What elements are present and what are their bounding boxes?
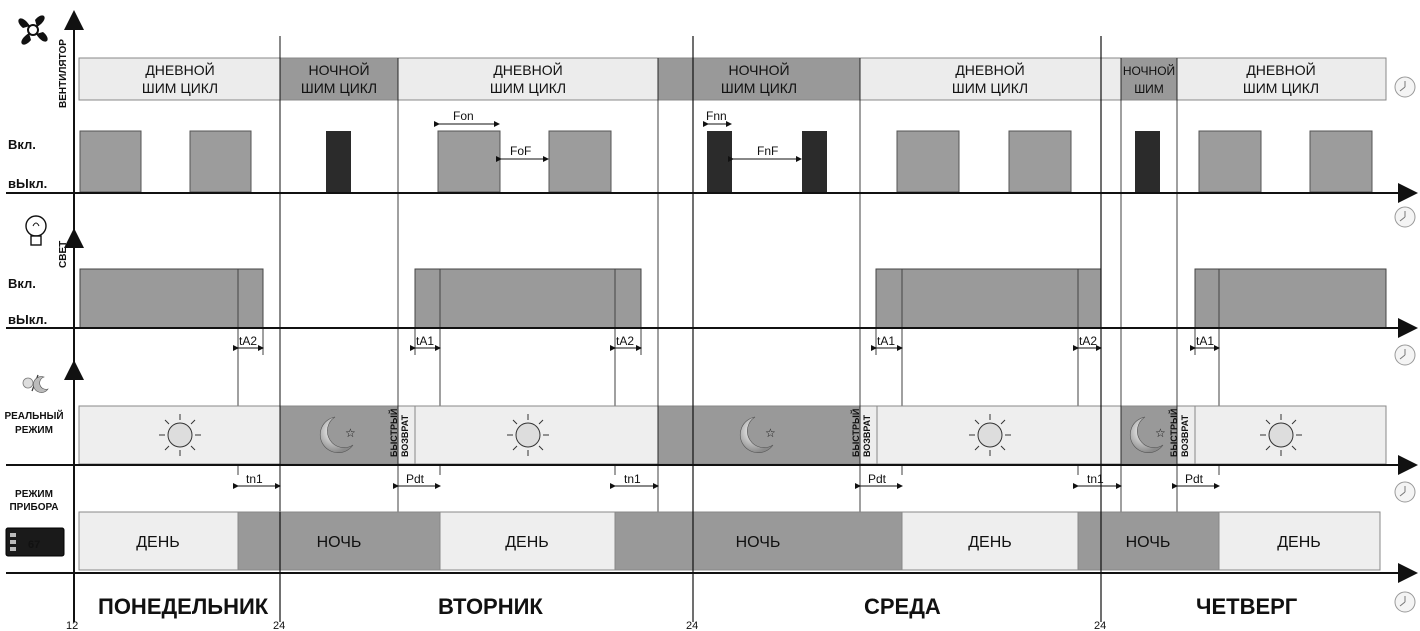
day-label-thursday: ЧЕТВЕРГ xyxy=(1196,594,1298,619)
fnn-label: Fnn xyxy=(706,109,727,123)
fan-band-7-line-2: ШИМ ЦИКЛ xyxy=(1243,80,1319,96)
fan-off-label: вЫкл. xyxy=(8,176,47,191)
fon-label: Fon xyxy=(453,109,474,123)
device-mode-label: НОЧЬ xyxy=(317,534,362,551)
tn1-label: tn1 xyxy=(624,472,641,486)
light-on-label: Вкл. xyxy=(8,276,36,291)
fan-on-label: Вкл. xyxy=(8,137,36,152)
fan-band-1-line-1: ДНЕВНОЙ xyxy=(145,61,214,78)
device-mode-label-1: РЕЖИМ xyxy=(15,489,53,500)
ta1-label: tA1 xyxy=(877,334,895,348)
svg-text:☆: ☆ xyxy=(345,426,356,440)
fan-band-5-line-1: ДНЕВНОЙ xyxy=(955,61,1024,78)
fan-band-3-line-1: ДНЕВНОЙ xyxy=(493,61,562,78)
clock-icon xyxy=(1395,482,1415,502)
fan-pulse-night xyxy=(326,131,351,192)
controller-icon: 67 xyxy=(6,528,64,556)
device-mode-label: ДЕНЬ xyxy=(968,534,1012,551)
fan-band-6-line-2: ШИМ xyxy=(1134,82,1164,96)
clock-icon xyxy=(1395,77,1415,97)
left-labels: ВЕНТИЛЯТОР СВЕТ Вкл. вЫкл. Вкл. вЫкл. РЕ… xyxy=(4,15,69,556)
fan-band-6-line-1: НОЧНОЙ xyxy=(1123,63,1175,78)
fan-pulse xyxy=(80,131,141,192)
svg-text:☆: ☆ xyxy=(1155,426,1166,440)
day-label-wednesday: СРЕДА xyxy=(864,594,941,619)
device-mode-label: ДЕНЬ xyxy=(1277,534,1321,551)
svg-text:☆: ☆ xyxy=(765,426,776,440)
device-mode-label: ДЕНЬ xyxy=(136,534,180,551)
ta1-label: tA1 xyxy=(1196,334,1214,348)
device-mode-label: НОЧЬ xyxy=(736,534,781,551)
pdt-label: Pdt xyxy=(1185,472,1204,486)
clock-icons xyxy=(1395,77,1415,612)
fan-pulse xyxy=(438,131,500,192)
fan-icon xyxy=(18,15,47,44)
clock-icon xyxy=(1395,592,1415,612)
device-mode-label-2: ПРИБОРА xyxy=(9,502,58,513)
fast-return-line-1: БЫСТРЫЙ xyxy=(388,409,399,457)
fast-return-line-2: ВОЗВРАТ xyxy=(862,414,872,457)
fan-pulse-night xyxy=(1135,131,1160,192)
fan-pulse-night xyxy=(707,131,732,192)
fan-band-2-line-1: НОЧНОЙ xyxy=(308,61,369,78)
bulb-icon xyxy=(26,216,46,245)
real-mode-label-2: РЕЖИМ xyxy=(15,425,53,436)
day-label-tuesday: ВТОРНИК xyxy=(438,594,543,619)
clock-icon xyxy=(1395,207,1415,227)
light-on-block xyxy=(876,269,1101,328)
fan-band-7-line-1: ДНЕВНОЙ xyxy=(1246,61,1315,78)
fof-label: FoF xyxy=(510,144,531,158)
ta2-label: tA2 xyxy=(616,334,634,348)
fan-pulse-night xyxy=(802,131,827,192)
fan-band-2-line-2: ШИМ ЦИКЛ xyxy=(301,80,377,96)
fnf-label: FnF xyxy=(757,144,778,158)
fan-mode-bands: ДНЕВНОЙ ШИМ ЦИКЛ НОЧНОЙ ШИМ ЦИКЛ ДНЕВНОЙ… xyxy=(79,58,1386,100)
fan-band-4-line-1: НОЧНОЙ xyxy=(728,61,789,78)
device-mode-label: ДЕНЬ xyxy=(505,534,549,551)
fan-band-1-line-2: ШИМ ЦИКЛ xyxy=(142,80,218,96)
fan-band-3-line-2: ШИМ ЦИКЛ xyxy=(490,80,566,96)
sun-moon-icon xyxy=(23,375,48,393)
tn1-label: tn1 xyxy=(246,472,263,486)
fan-pulse xyxy=(1009,131,1071,192)
device-display-value: 67 xyxy=(28,539,40,551)
fast-return-line-1: БЫСТРЫЙ xyxy=(850,409,861,457)
hour-tick-24: 24 xyxy=(686,620,698,631)
fan-pulse xyxy=(549,131,611,192)
pdt-label: Pdt xyxy=(868,472,887,486)
fan-band-5-line-2: ШИМ ЦИКЛ xyxy=(952,80,1028,96)
fan-pulse xyxy=(897,131,959,192)
ta2-label: tA2 xyxy=(1079,334,1097,348)
real-mode-night xyxy=(658,406,860,464)
device-mode-label: НОЧЬ xyxy=(1126,534,1171,551)
fan-pulse xyxy=(1199,131,1261,192)
fan-band-4-line-2: ШИМ ЦИКЛ xyxy=(721,80,797,96)
hour-tick-24: 24 xyxy=(1094,620,1106,631)
pdt-label: Pdt xyxy=(406,472,425,486)
light-on-block xyxy=(80,269,263,328)
light-on-block xyxy=(1195,269,1386,328)
fan-pulse xyxy=(1310,131,1372,192)
fan-axis-label: ВЕНТИЛЯТОР xyxy=(58,39,69,108)
bottom-labels: ПОНЕДЕЛЬНИК ВТОРНИК СРЕДА ЧЕТВЕРГ 12 24 … xyxy=(66,594,1298,631)
light-signal xyxy=(80,269,1386,328)
fast-return-line-2: ВОЗВРАТ xyxy=(400,414,410,457)
fan-pulse xyxy=(190,131,251,192)
real-mode-night xyxy=(280,406,398,464)
light-on-block xyxy=(415,269,641,328)
light-off-label: вЫкл. xyxy=(8,312,47,327)
light-axis-label: СВЕТ xyxy=(58,241,69,268)
ta2-label: tA2 xyxy=(239,334,257,348)
device-mode-row: ДЕНЬ НОЧЬ ДЕНЬ НОЧЬ ДЕНЬ НОЧЬ ДЕНЬ xyxy=(79,512,1380,570)
day-label-monday: ПОНЕДЕЛЬНИК xyxy=(98,594,269,619)
fan-pulses xyxy=(80,131,1372,192)
real-mode-row: БЫСТРЫЙ ВОЗВРАТ БЫСТРЫЙ ВОЗВРАТ БЫСТРЫЙ … xyxy=(79,406,1386,464)
real-mode-label-1: РЕАЛЬНЫЙ xyxy=(4,409,63,422)
clock-icon xyxy=(1395,345,1415,365)
fast-return-line-2: ВОЗВРАТ xyxy=(1180,414,1190,457)
hour-tick-24: 24 xyxy=(273,620,285,631)
hour-tick-12: 12 xyxy=(66,620,78,631)
ta1-label: tA1 xyxy=(416,334,434,348)
